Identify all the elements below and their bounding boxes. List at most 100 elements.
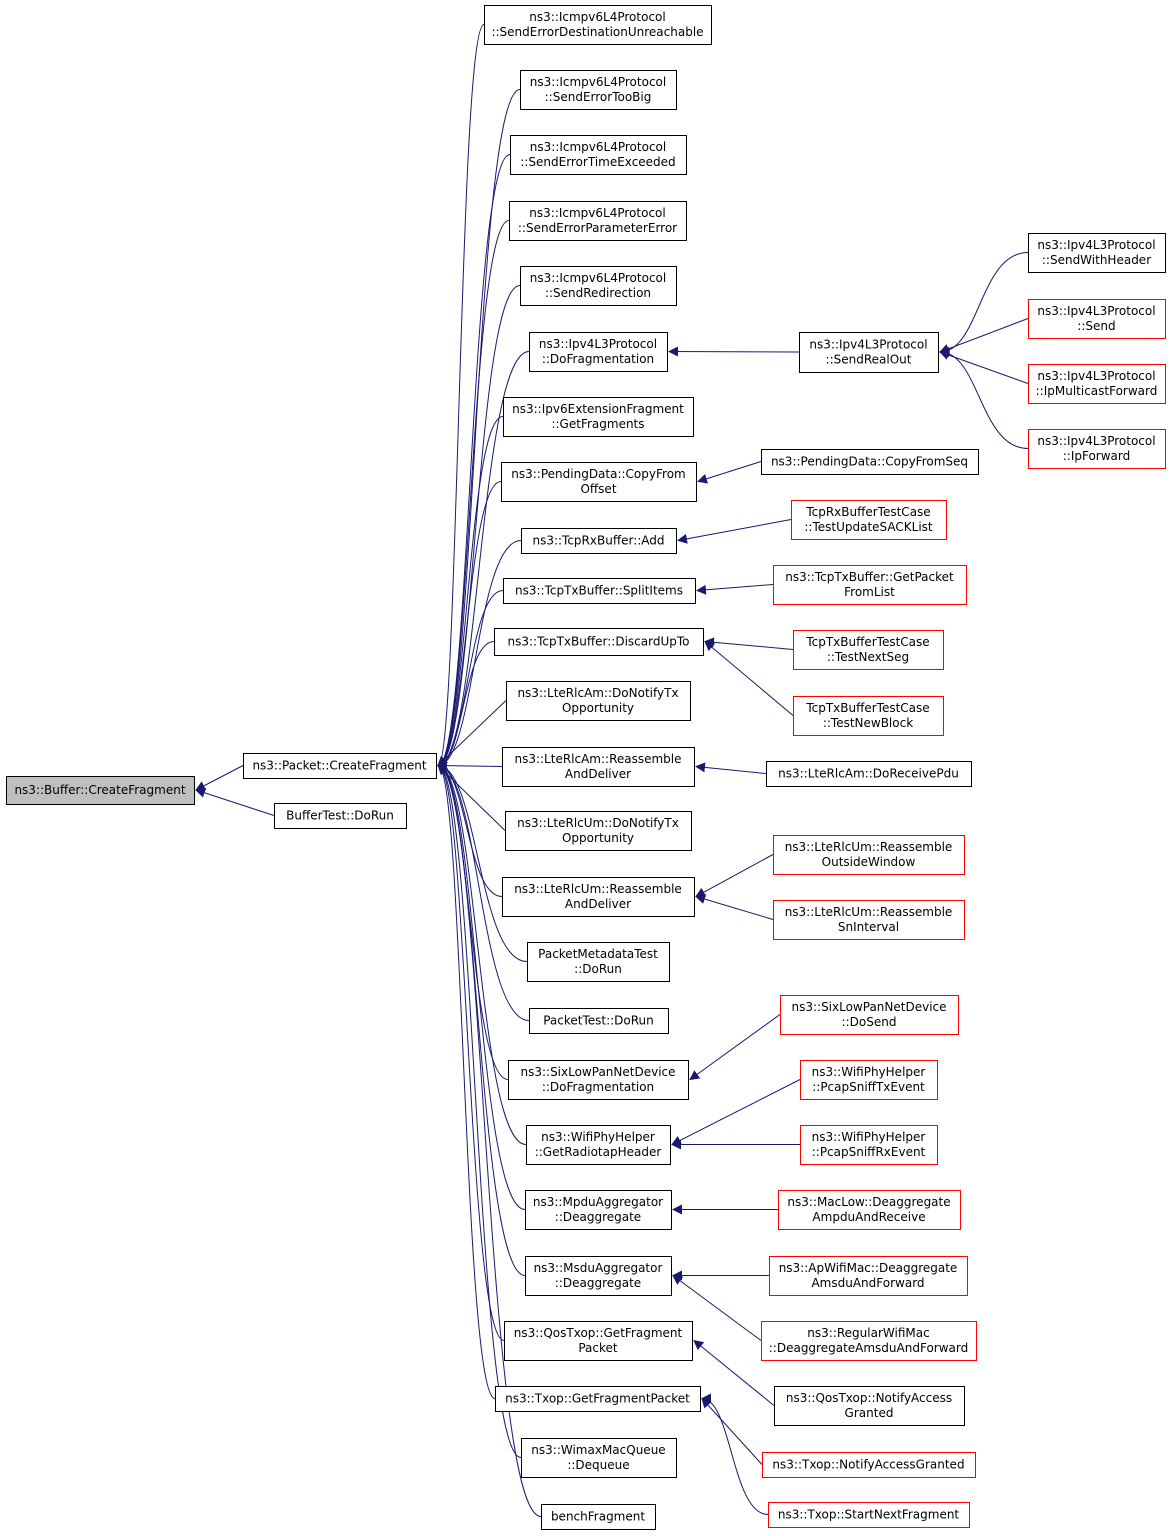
node-box xyxy=(529,1008,669,1034)
edge-pending_copyfromoffset-to-packet_createfragment xyxy=(437,481,502,771)
node-wimax-dequeue[interactable]: ns3::WimaxMacQueue::Dequeue xyxy=(521,1438,677,1478)
node-buffertest-dorun[interactable]: BufferTest::DoRun xyxy=(274,803,407,829)
node-label-line: ::Deaggregate xyxy=(555,1210,641,1224)
node-icmp-toobig[interactable]: ns3::Icmpv6L4Protocol::SendErrorTooBig xyxy=(520,70,677,110)
node-box xyxy=(509,201,687,241)
node-label-line: FromList xyxy=(844,585,895,599)
node-label-line: ns3::Icmpv6L4Protocol xyxy=(529,206,665,220)
node-ipv4-ipforward[interactable]: ns3::Ipv4L3Protocol::IpForward xyxy=(1028,429,1166,469)
node-tcprxtest-sack[interactable]: TcpRxBufferTestCase::TestUpdateSACKList xyxy=(791,500,947,540)
node-box xyxy=(799,332,939,373)
edge-qostxop_notify-to-qostxop_getfrag xyxy=(693,1339,775,1406)
node-label-line: ::DeaggregateAmsduAndForward xyxy=(769,1341,968,1355)
node-box xyxy=(503,578,696,604)
edge-lterlcum_reassemble-to-packet_createfragment xyxy=(437,760,503,897)
node-label-line: ns3::TcpTxBuffer::DiscardUpTo xyxy=(508,635,690,649)
node-txop-startnext[interactable]: ns3::Txop::StartNextFragment xyxy=(768,1502,970,1528)
node-box xyxy=(501,462,697,502)
node-label-line: ns3::TcpRxBuffer::Add xyxy=(532,534,664,548)
node-lterlcam-doreceivepdu[interactable]: ns3::LteRlcAm::DoReceivePdu xyxy=(766,761,972,787)
node-box xyxy=(800,1060,938,1100)
node-label-line: ns3::QosTxop::GetFragment xyxy=(514,1326,683,1340)
node-label-line: Opportunity xyxy=(562,701,634,715)
node-sixlowpan-dosend[interactable]: ns3::SixLowPanNetDevice::DoSend xyxy=(780,995,959,1035)
node-apwifimac-deagg[interactable]: ns3::ApWifiMac::DeaggregateAmsduAndForwa… xyxy=(769,1256,968,1296)
edge-tcptx_getpacketfromlist-to-tcptx_split xyxy=(696,584,774,595)
node-box xyxy=(520,70,677,110)
node-label-line: ns3::Ipv4L3Protocol xyxy=(1037,304,1155,318)
node-mpdu-deagg[interactable]: ns3::MpduAggregator::Deaggregate xyxy=(525,1190,672,1230)
node-label-line: AmsduAndForward xyxy=(811,1276,924,1290)
node-sixlowpan-dofrag[interactable]: ns3::SixLowPanNetDevice::DoFragmentation xyxy=(508,1060,689,1100)
nodes-layer: ns3::Buffer::CreateFragment ns3::Packet::… xyxy=(6,5,1166,1530)
node-label-line: BufferTest::DoRun xyxy=(286,809,394,823)
node-tcptxtest-nextseg[interactable]: TcpTxBufferTestCase::TestNextSeg xyxy=(793,630,944,670)
node-label-line: ::SendWithHeader xyxy=(1042,253,1151,267)
node-msdu-deagg[interactable]: ns3::MsduAggregator::Deaggregate xyxy=(525,1256,672,1296)
edge-tcptxtest_newblock-to-tcptx_discard xyxy=(704,640,794,716)
node-ipv4-dofrag[interactable]: ns3::Ipv4L3Protocol::DoFragmentation xyxy=(529,332,668,372)
node-icmp-param[interactable]: ns3::Icmpv6L4Protocol::SendErrorParamete… xyxy=(509,201,687,241)
node-wifiphy-getradiotap[interactable]: ns3::WifiPhyHelper::GetRadiotapHeader xyxy=(526,1125,671,1165)
node-label-line: ns3::Buffer::CreateFragment xyxy=(14,783,185,797)
node-label-line: AndDeliver xyxy=(565,897,631,911)
node-label-line: ns3::Txop::StartNextFragment xyxy=(778,1508,960,1522)
node-tcprx-add[interactable]: ns3::TcpRxBuffer::Add xyxy=(521,528,677,554)
node-label-line: ns3::WifiPhyHelper xyxy=(812,1065,926,1079)
node-ipv4-ipmulticast[interactable]: ns3::Ipv4L3Protocol::IpMulticastForward xyxy=(1028,364,1166,404)
node-wifiphy-pcaprx[interactable]: ns3::WifiPhyHelper::PcapSniffRxEvent xyxy=(800,1125,938,1165)
node-label-line: ns3::Ipv4L3Protocol xyxy=(1037,369,1155,383)
node-regularwifimac-deagg[interactable]: ns3::RegularWifiMac::DeaggregateAmsduAnd… xyxy=(761,1321,977,1361)
edge-txop_startnext-to-txop_getfrag xyxy=(701,1393,769,1515)
node-label-line: ::SendErrorParameterError xyxy=(518,221,677,235)
node-txop-getfrag[interactable]: ns3::Txop::GetFragmentPacket xyxy=(495,1386,701,1412)
node-label-line: ns3::LteRlcUm::Reassemble xyxy=(785,840,953,854)
node-box xyxy=(494,628,704,656)
node-wifiphy-pcaptx[interactable]: ns3::WifiPhyHelper::PcapSniffTxEvent xyxy=(800,1060,938,1100)
node-label-line: ::DoSend xyxy=(842,1015,897,1029)
node-tcptxtest-newblock[interactable]: TcpTxBufferTestCase::TestNewBlock xyxy=(793,696,944,736)
node-qostxop-notify[interactable]: ns3::QosTxop::NotifyAccessGranted xyxy=(774,1386,965,1426)
node-buffer-createfragment: ns3::Buffer::CreateFragment xyxy=(6,776,195,805)
node-box xyxy=(791,500,947,540)
node-box xyxy=(521,1438,677,1478)
node-label-line: AndDeliver xyxy=(565,767,631,781)
node-pkttest-dorun[interactable]: PacketTest::DoRun xyxy=(529,1008,669,1034)
node-box xyxy=(504,1321,693,1361)
node-tcptx-discard[interactable]: ns3::TcpTxBuffer::DiscardUpTo xyxy=(494,628,704,656)
node-qostxop-getfrag[interactable]: ns3::QosTxop::GetFragmentPacket xyxy=(504,1321,693,1361)
node-pending-copyfromseq[interactable]: ns3::PendingData::CopyFromSeq xyxy=(761,449,979,475)
node-ipv4-sendrealout[interactable]: ns3::Ipv4L3Protocol::SendRealOut xyxy=(799,332,939,373)
node-packet-createfragment[interactable]: ns3::Packet::CreateFragment xyxy=(243,753,437,779)
node-ipv4-send[interactable]: ns3::Ipv4L3Protocol::Send xyxy=(1028,299,1166,339)
node-txop-notify[interactable]: ns3::Txop::NotifyAccessGranted xyxy=(762,1452,976,1478)
node-icmp-time[interactable]: ns3::Icmpv6L4Protocol::SendErrorTimeExce… xyxy=(510,135,687,175)
edge-ipv4_sendrealout-to-ipv4_dofrag xyxy=(668,346,800,357)
node-icmp-redir[interactable]: ns3::Icmpv6L4Protocol::SendRedirection xyxy=(520,266,677,306)
node-ipv4-sendwithheader[interactable]: ns3::Ipv4L3Protocol::SendWithHeader xyxy=(1028,233,1166,273)
node-box xyxy=(1028,429,1166,469)
node-label-line: Packet xyxy=(578,1341,618,1355)
node-label-line: ::DoFragmentation xyxy=(542,352,654,366)
edge-icmp_time-to-packet_createfragment xyxy=(437,154,511,771)
node-tcptx-split[interactable]: ns3::TcpTxBuffer::SplitItems xyxy=(503,578,696,604)
node-box xyxy=(761,1321,977,1361)
node-label-line: TcpTxBufferTestCase xyxy=(805,635,929,649)
edge-icmp_unreach-to-packet_createfragment xyxy=(437,24,485,771)
node-box xyxy=(793,630,944,670)
node-benchfragment[interactable]: benchFragment xyxy=(541,1504,656,1530)
node-box xyxy=(762,1452,976,1478)
node-icmp-unreach[interactable]: ns3::Icmpv6L4Protocol::SendErrorDestinat… xyxy=(484,5,712,45)
edge-ipv6ext_getfrag-to-packet_createfragment xyxy=(437,416,504,771)
node-ipv6ext-getfrag[interactable]: ns3::Ipv6ExtensionFragment::GetFragments xyxy=(503,397,694,437)
node-pktmeta-dorun[interactable]: PacketMetadataTest::DoRun xyxy=(527,942,670,982)
